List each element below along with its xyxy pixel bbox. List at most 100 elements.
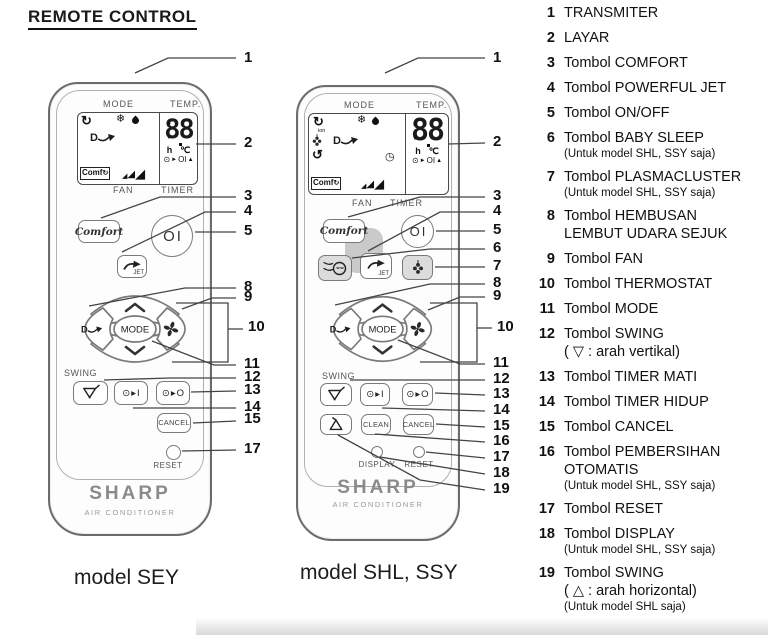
callout-number-sey-10: 10 (248, 318, 265, 335)
celsius-unit: ℃ (180, 145, 191, 155)
baby-sleep-icon (322, 258, 348, 278)
legend-line: Tombol SWING (564, 565, 664, 581)
callout-number-shl-11: 11 (493, 354, 509, 371)
lcd-temp-label: TEMP. (416, 100, 448, 110)
callout-number-sey-9: 9 (244, 288, 253, 305)
legend-line: Tombol TIMER MATI (564, 369, 698, 385)
mode-button-label: MODE (369, 324, 397, 334)
legend-item-text: Tombol MODE (564, 300, 658, 318)
arrow-icon: ▸ (131, 387, 137, 399)
timer-indicator-row: ⊙►OI▲ (163, 155, 194, 164)
legend-item-text: Tombol FAN (564, 250, 643, 268)
auto-mode-icon: ↻ (313, 114, 324, 129)
legend-item-number: 14 (538, 394, 555, 410)
legend-item-text: Tombol CANCEL (564, 418, 674, 436)
callout-number-shl-1: 1 (493, 49, 502, 66)
chevron-down-icon (124, 345, 146, 356)
legend-item-text: Tombol BABY SLEEP(Untuk model SHL, SSY s… (564, 129, 715, 161)
callout-number-sey-15: 15 (244, 410, 261, 427)
legend-line: OTOMATIS (564, 462, 639, 478)
cancel-button: CANCEL (403, 414, 434, 435)
legend-line: Tombol PLASMACLUSTER (564, 169, 742, 185)
jet-swoosh-icon (365, 258, 387, 272)
celsius-unit: ℃ (428, 146, 439, 156)
powerful-jet-button: JET (117, 255, 147, 278)
legend-item: 17 Tombol RESET (533, 500, 766, 518)
legend-line: TRANSMITER (564, 5, 659, 21)
swing-horizontal-button (320, 414, 352, 435)
callout-number-sey-4: 4 (244, 202, 253, 219)
legend-item-text: Tombol PLASMACLUSTER(Untuk model SHL, SS… (564, 168, 741, 200)
swing-vertical-icon (326, 386, 346, 404)
legend-item: 12 Tombol SWING( ▽ : arah vertikal) (533, 325, 766, 361)
model-label-shl: model SHL, SSY (300, 561, 458, 584)
legend-item-number: 6 (546, 130, 555, 146)
legend-item-number: 8 (546, 208, 555, 224)
temperature-digits: 88 (410, 113, 445, 148)
reset-button (166, 445, 181, 460)
comfort-button: Comfort (75, 220, 123, 243)
callout-number-sey-5: 5 (244, 222, 253, 239)
legend-line: Tombol FAN (564, 251, 643, 267)
timer-on-button: ⊙▸I (114, 381, 148, 405)
callout-number-sey-13: 13 (244, 381, 261, 398)
callout-number-shl-15: 15 (493, 417, 510, 434)
legend-line: Tombol TIMER HIDUP (564, 394, 709, 410)
on-off-button: OI (151, 215, 193, 257)
temperature-digits: 88 (164, 114, 194, 145)
callout-number-shl-2: 2 (493, 133, 502, 150)
brand-subtitle: AIR CONDITIONER (332, 500, 424, 509)
legend-item-number: 11 (539, 301, 555, 317)
legend-item-number: 3 (546, 55, 555, 71)
hour-unit: h (415, 146, 421, 156)
legend-item: 18 Tombol DISPLAY (Untuk model SHL, SSY s… (533, 525, 766, 557)
hour-unit: h (166, 145, 173, 155)
callout-number-sey-11: 11 (244, 355, 260, 372)
swing-horizontal-icon (326, 417, 346, 433)
temp-down-icon: ▼ (166, 135, 172, 141)
lcd-mode-label: MODE (103, 99, 134, 109)
lcd-display: ↻ ❄ ion ↺ ◷ Comf↻ ◢◢◢ 88 ▲ ▼ h℃ ⊙►OI▲ (308, 113, 449, 195)
callout-line (384, 57, 485, 74)
legend-line: Tombol PEMBERSIHAN (564, 444, 721, 460)
legend-list: 1 TRANSMITER 2 LAYAR 3 Tombol COMFORT 4 … (533, 4, 766, 621)
legend-line: Tombol ON/OFF (564, 105, 670, 121)
play-icon: ► (419, 158, 426, 164)
legend-item-number: 18 (538, 526, 555, 542)
mode-button (361, 315, 404, 343)
legend-line: Tombol BABY SLEEP (564, 130, 704, 146)
dry-drop-icon (370, 116, 381, 127)
swing-vertical-button (73, 381, 108, 405)
legend-item-number: 9 (546, 251, 555, 267)
legend-note: (Untuk model SHL, SSY saja) (564, 544, 716, 556)
clock-icon: ⊙ (161, 387, 170, 399)
comfort-arrow-icon: ↻ (333, 180, 340, 187)
legend-line: ( ▽ : arah vertikal) (564, 344, 680, 360)
legend-item-text: Tombol THERMOSTAT (564, 275, 712, 293)
callout-number-sey-12: 12 (244, 368, 261, 385)
up-triangle-icon: ▲ (436, 158, 443, 164)
mode-button (113, 315, 157, 343)
clock-icon: ⊙ (163, 155, 171, 164)
lcd-digit-area: 88 ▲ ▼ h ℃ ⊙►OI▲ (159, 113, 197, 184)
up-triangle-icon: ▲ (187, 157, 194, 163)
callout-number-shl-3: 3 (493, 187, 502, 204)
arrow-icon: ▸ (415, 389, 421, 400)
timer-off-button: ⊙▸O (156, 381, 190, 405)
lcd-timer-label: TIMER (161, 185, 194, 195)
brand-logo: SHARP (89, 483, 171, 504)
legend-item: 5 Tombol ON/OFF (533, 104, 766, 122)
page-title: REMOTE CONTROL (28, 7, 197, 30)
auto-mode-icon: ↻ (81, 113, 92, 128)
lcd-temp-label: TEMP. (170, 99, 202, 109)
legend-item-number: 5 (546, 105, 555, 121)
legend-line: Tombol SWING (564, 326, 664, 342)
legend-line: Tombol DISPLAY (564, 526, 675, 542)
lcd-timer-label: TIMER (390, 198, 423, 208)
clock-icon: ⊙ (406, 389, 415, 400)
cool-snowflake-icon: ❄ (357, 114, 367, 126)
swing-vertical-icon (81, 384, 101, 402)
powerful-jet-button: JET (360, 253, 392, 279)
lcd-display: ↻ ❄ Comf↻ ◢◢◢ 88 ▲ ▼ h℃ ⊙►OI▲ (77, 112, 198, 185)
